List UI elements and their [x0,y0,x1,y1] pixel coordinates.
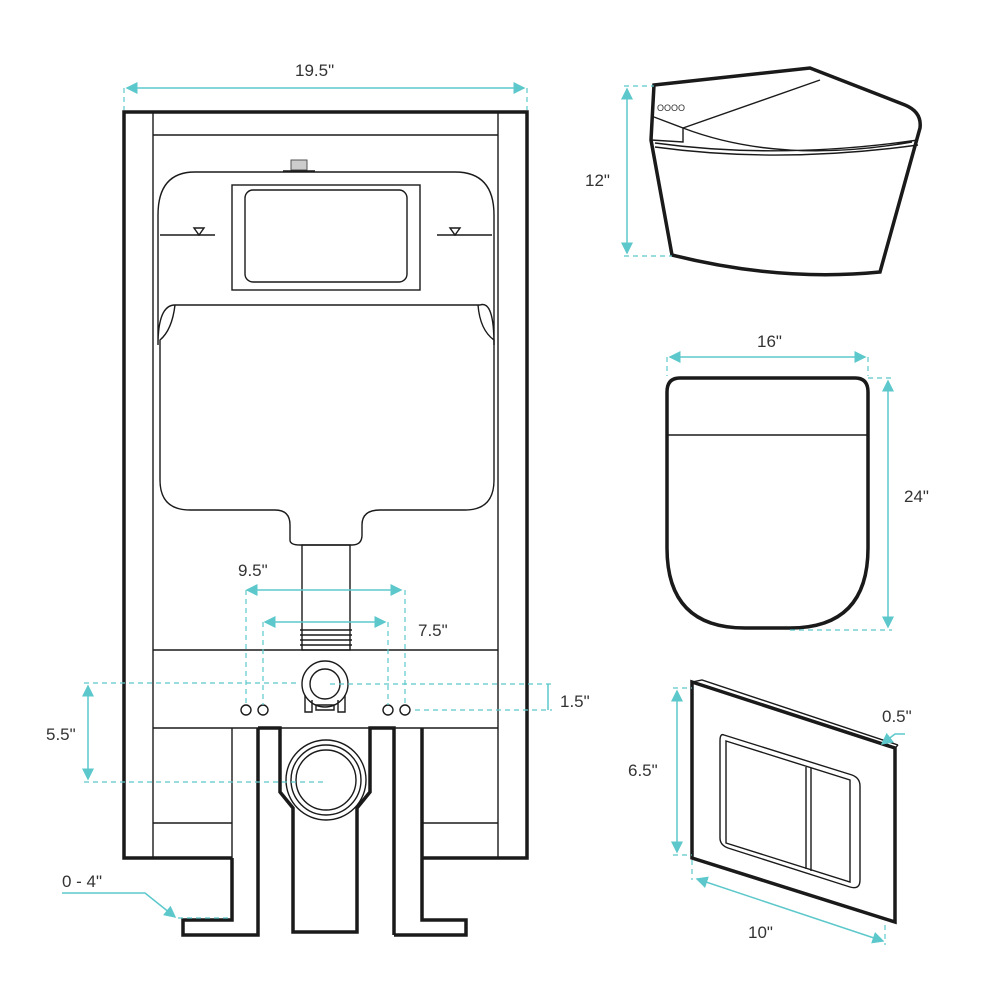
plate-height-label: 6.5" [628,761,658,780]
toilet-height-label: 12" [585,171,610,190]
plate-width-label: 10" [748,923,773,942]
flush-plate: 6.5" 10" 0.5" [628,679,912,945]
bolt-inner-spacing-label: 7.5" [418,621,448,640]
leg-adjust-label: 0 - 4" [62,872,102,891]
frame-width-label: 19.5" [295,61,334,80]
toilet-depth-label: 24" [904,487,929,506]
flush-button-outline [719,733,861,889]
carrier-frame [122,110,529,937]
toilet-control-buttons: OOOO [657,103,685,113]
drain-height-label: 5.5" [46,725,76,744]
toilet-side-view: OOOO 12" [585,66,922,277]
bolt-offset-label: 1.5" [560,692,590,711]
toilet-top-view: 16" 24" [665,332,929,631]
frame-dimensions: 19.5" 9.5" 7.5" 1.5" 5.5" 0 - 4" [46,61,590,919]
toilet-width-label: 16" [757,332,782,351]
plate-thickness-label: 0.5" [882,707,912,726]
bolt-outer-spacing-label: 9.5" [238,561,268,580]
